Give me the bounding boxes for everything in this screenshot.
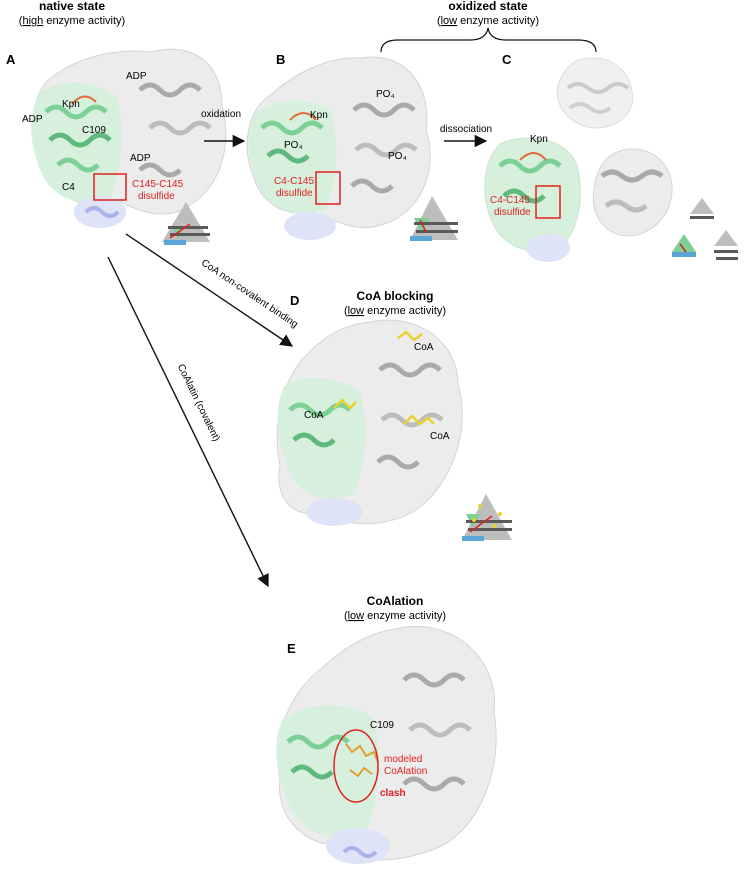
protein-structure-e: C109 modeled CoAlation clash (276, 626, 497, 864)
header-native-subtitle: (high enzyme activity) (19, 15, 125, 27)
header-coalation-subtitle: (low enzyme activity) (344, 610, 446, 622)
label-b-disulfide-2: disulfide (276, 188, 313, 199)
header-coalation-title: CoAlation (367, 594, 424, 608)
schematic-b (410, 196, 458, 241)
schematic-d (462, 494, 512, 541)
label-a-disulfide-1: C145-C145 (132, 179, 184, 190)
label-d-coa-top: CoA (414, 342, 434, 353)
arrow-oxidation-label: oxidation (201, 109, 241, 120)
header-coa-blocking-title: CoA blocking (357, 289, 434, 303)
header-native-state: native state (high enzyme activity) (19, 0, 125, 27)
label-a-c4: C4 (62, 182, 75, 193)
arrow-covalent: CoAlatin (covalent) (107, 256, 269, 588)
protein-structure-b: PO₄ Kpn PO₄ PO₄ C4-C145 disulfide (246, 56, 431, 240)
label-e-clash: clash (380, 788, 406, 799)
label-a-adp-right: ADP (130, 153, 151, 164)
protein-structure-c-green: Kpn C4-C145 disulfide (484, 134, 581, 262)
arrow-noncovalent: CoA non-covalent binding (125, 233, 300, 347)
header-native-title: native state (39, 0, 105, 13)
arrow-oxidation: oxidation (201, 109, 246, 148)
arrow-dissociation: dissociation (440, 124, 492, 148)
label-d-coa-right: CoA (430, 431, 450, 442)
label-b-kpn: Kpn (310, 110, 328, 121)
label-b-po4-right: PO₄ (388, 151, 407, 162)
panel-label-b: B (276, 52, 285, 67)
label-e-modeled-1: modeled (384, 754, 422, 765)
label-e-modeled-2: CoAlation (384, 766, 427, 777)
header-oxidized-state: oxidized state (low enzyme activity) (380, 0, 597, 53)
schematic-c (672, 198, 738, 260)
header-oxidized-title: oxidized state (448, 0, 528, 13)
label-a-adp-top: ADP (126, 71, 147, 82)
header-coa-blocking-subtitle: (low enzyme activity) (344, 305, 446, 317)
protein-structure-c-grey (592, 148, 673, 237)
panel-label-a: A (6, 52, 16, 67)
arrow-covalent-label: CoAlatin (covalent) (175, 363, 222, 444)
label-c-disulfide-1: C4-C145 (490, 195, 530, 206)
protein-structure-c-dimer-top (556, 57, 634, 129)
protein-structure-d: CoA CoA CoA (276, 319, 463, 526)
label-c-kpn: Kpn (530, 134, 548, 145)
label-c-disulfide-2: disulfide (494, 207, 531, 218)
header-coalation: CoAlation (low enzyme activity) (344, 594, 446, 622)
panel-label-d: D (290, 293, 299, 308)
header-oxidized-subtitle: (low enzyme activity) (437, 15, 539, 27)
oxidized-brace (380, 27, 597, 53)
arrow-dissociation-label: dissociation (440, 124, 492, 135)
label-b-disulfide-1: C4-C145 (274, 176, 314, 187)
panel-label-c: C (502, 52, 512, 67)
label-b-po4-left: PO₄ (284, 140, 303, 151)
label-e-c109: C109 (370, 720, 394, 731)
header-coa-blocking: CoA blocking (low enzyme activity) (344, 289, 446, 317)
label-a-c109: C109 (82, 125, 106, 136)
protein-structure-a: ADP Kpn ADP C109 ADP C4 C145-C145 disulf… (22, 48, 227, 228)
label-a-adp-left: ADP (22, 114, 43, 125)
label-d-coa-left: CoA (304, 410, 324, 421)
label-a-disulfide-2: disulfide (138, 191, 175, 202)
panel-label-e: E (287, 641, 296, 656)
schematic-a (162, 202, 210, 245)
label-b-po4-top: PO₄ (376, 89, 395, 100)
label-a-kpn: Kpn (62, 99, 80, 110)
